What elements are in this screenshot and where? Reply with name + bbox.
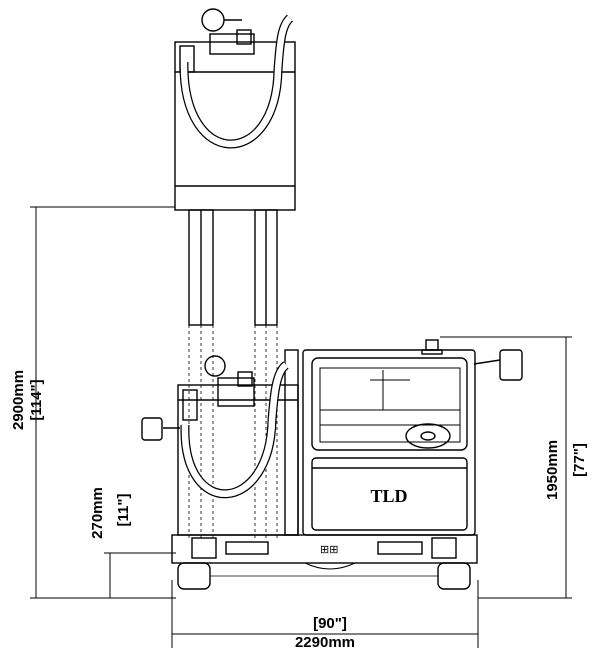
- dim-total-height-in: [114"]: [28, 379, 45, 420]
- dim-lift-height-in: [11"]: [115, 494, 132, 527]
- dim-width-in: [90"]: [313, 615, 347, 632]
- dim-total-height-mm: 2900mm: [10, 370, 27, 430]
- dim-cab-height-mm: 1950mm: [544, 440, 561, 500]
- lift-columns: [188, 209, 278, 540]
- brand-logo: TLD: [370, 486, 407, 506]
- lowered-platform: [141, 349, 299, 536]
- svg-text:⊞⊞: ⊞⊞: [320, 544, 338, 556]
- dimension-lines: [30, 206, 572, 648]
- dim-lift-height-mm: 270mm: [89, 487, 106, 539]
- dim-cab-height-in: [77"]: [571, 443, 588, 477]
- chassis: ⊞⊞: [171, 534, 478, 590]
- raised-platform: [174, 8, 296, 211]
- cab: TLD: [302, 339, 523, 536]
- dim-width-mm: 2290mm: [295, 634, 355, 651]
